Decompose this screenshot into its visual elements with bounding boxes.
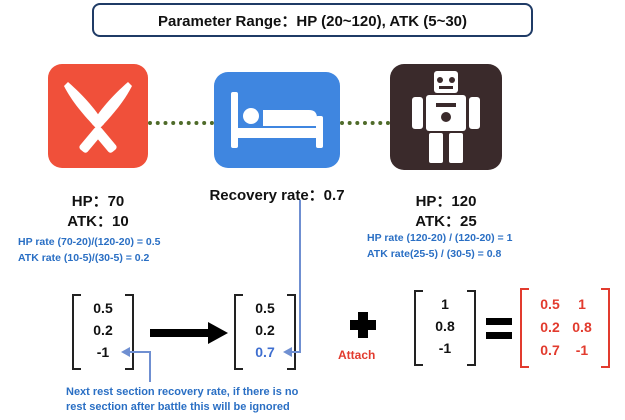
recovery-rate-label: Recovery rate：0.7 — [209, 187, 345, 204]
result-matrix: 0.5 1 0.2 0.8 0.7 -1 — [520, 288, 610, 368]
enemy-atk: ATK：25 — [415, 213, 477, 230]
parameter-range-title: Parameter Range：HP (20~120), ATK (5~30) — [92, 3, 533, 37]
input-vector-cell: 0.2 — [93, 322, 113, 338]
enemy-hp: HP：120 — [415, 193, 477, 210]
recovery-arrow — [288, 200, 301, 353]
updated-vector-cell: 0.2 — [255, 322, 275, 338]
result-cell: 0.8 — [572, 319, 592, 335]
bed-icon — [231, 92, 323, 148]
input-vector-cell: -1 — [96, 344, 110, 360]
player-card — [48, 64, 148, 168]
enemy-vector-cell: 0.8 — [435, 318, 455, 334]
equals-icon — [486, 318, 512, 340]
note-arrowhead — [121, 347, 130, 357]
transform-arrow — [150, 322, 228, 344]
note-arrow — [126, 351, 151, 382]
enemy-atk-rate: ATK rate(25-5) / (30-5) = 0.8 — [367, 248, 502, 260]
player-atk: ATK：10 — [67, 213, 129, 230]
connector-player-rest — [148, 121, 214, 125]
enemy-hp-rate: HP rate (120-20) / (120-20) = 1 — [367, 232, 513, 244]
updated-vector-cell: 0.5 — [255, 300, 275, 316]
input-vector-cell: 0.5 — [93, 300, 113, 316]
result-cell: 0.5 — [540, 296, 560, 312]
result-cell: 1 — [578, 296, 586, 312]
crossed-knives-icon — [64, 82, 132, 153]
player-atk-rate: ATK rate (10-5)/(30-5) = 0.2 — [18, 252, 150, 264]
updated-vector: 0.5 0.2 0.7 — [234, 294, 296, 370]
result-cell: 0.7 — [540, 342, 560, 358]
recovery-arrowhead — [283, 347, 292, 357]
enemy-vector-cell: -1 — [438, 340, 452, 356]
robot-icon — [412, 71, 480, 163]
result-cell: 0.2 — [540, 319, 560, 335]
enemy-card — [390, 64, 502, 170]
player-hp: HP：70 — [71, 193, 125, 210]
connector-rest-enemy — [340, 121, 390, 125]
input-vector: 0.5 0.2 -1 — [72, 294, 134, 370]
player-hp-rate: HP rate (70-20)/(120-20) = 0.5 — [18, 236, 161, 248]
note-line-2: rest section after battle this will be i… — [66, 401, 290, 413]
plus-icon — [350, 312, 376, 338]
rest-card — [214, 72, 340, 168]
enemy-vector: 1 0.8 -1 — [414, 290, 476, 366]
enemy-vector-cell: 1 — [441, 296, 449, 312]
result-cell: -1 — [575, 342, 589, 358]
updated-vector-cell: 0.7 — [255, 344, 275, 360]
note-line-1: Next rest section recovery rate, if ther… — [66, 386, 299, 398]
attach-label: Attach — [338, 348, 376, 362]
